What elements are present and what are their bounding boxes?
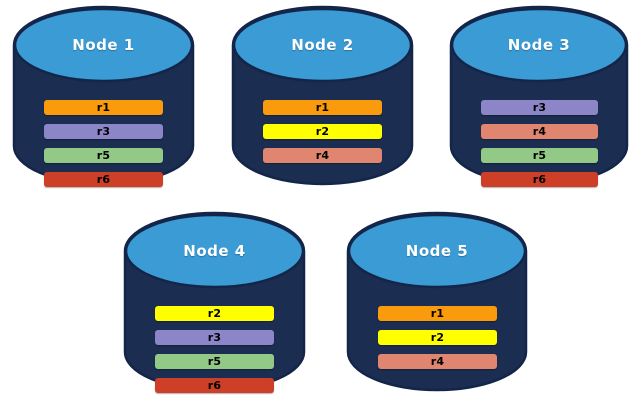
replica-stack: r3 r4 r5 r6 xyxy=(450,82,628,187)
replica-bar-r4[interactable]: r4 xyxy=(263,148,382,163)
replica-bar-r3[interactable]: r3 xyxy=(481,100,598,115)
replica-bar-r4[interactable]: r4 xyxy=(481,124,598,139)
replica-bar-r5[interactable]: r5 xyxy=(44,148,163,163)
replica-bar-r2[interactable]: r2 xyxy=(263,124,382,139)
replica-bar-r1[interactable]: r1 xyxy=(378,306,497,321)
replica-stack: r2 r3 r5 r6 xyxy=(124,288,305,393)
cylinder-top-disc xyxy=(13,7,194,83)
replica-bar-r2[interactable]: r2 xyxy=(155,306,274,321)
replica-bar-r5[interactable]: r5 xyxy=(155,354,274,369)
cylinder-top-disc xyxy=(347,213,527,289)
replica-bar-r4[interactable]: r4 xyxy=(378,354,497,369)
replica-bar-r6[interactable]: r6 xyxy=(481,172,598,187)
cylinder-top-disc xyxy=(124,213,305,289)
cylinder-shape xyxy=(346,211,528,392)
replica-stack: r1 r2 r4 xyxy=(347,288,527,390)
cylinder-top-disc xyxy=(450,7,628,83)
cylinder-top-disc xyxy=(232,7,413,83)
replica-bar-r2[interactable]: r2 xyxy=(378,330,497,345)
replica-bar-r3[interactable]: r3 xyxy=(155,330,274,345)
replica-bar-r1[interactable]: r1 xyxy=(263,100,382,115)
replica-bar-r6[interactable]: r6 xyxy=(44,172,163,187)
cylinder-shape xyxy=(123,211,306,392)
cylinder-shape xyxy=(231,5,414,186)
replica-bar-r5[interactable]: r5 xyxy=(481,148,598,163)
cylinder-shape xyxy=(12,5,195,186)
replica-stack: r1 r2 r4 xyxy=(232,82,413,184)
replica-bar-r6[interactable]: r6 xyxy=(155,378,274,393)
replica-bar-r3[interactable]: r3 xyxy=(44,124,163,139)
replica-stack: r1 r3 r5 r6 xyxy=(13,82,194,187)
replica-bar-r1[interactable]: r1 xyxy=(44,100,163,115)
